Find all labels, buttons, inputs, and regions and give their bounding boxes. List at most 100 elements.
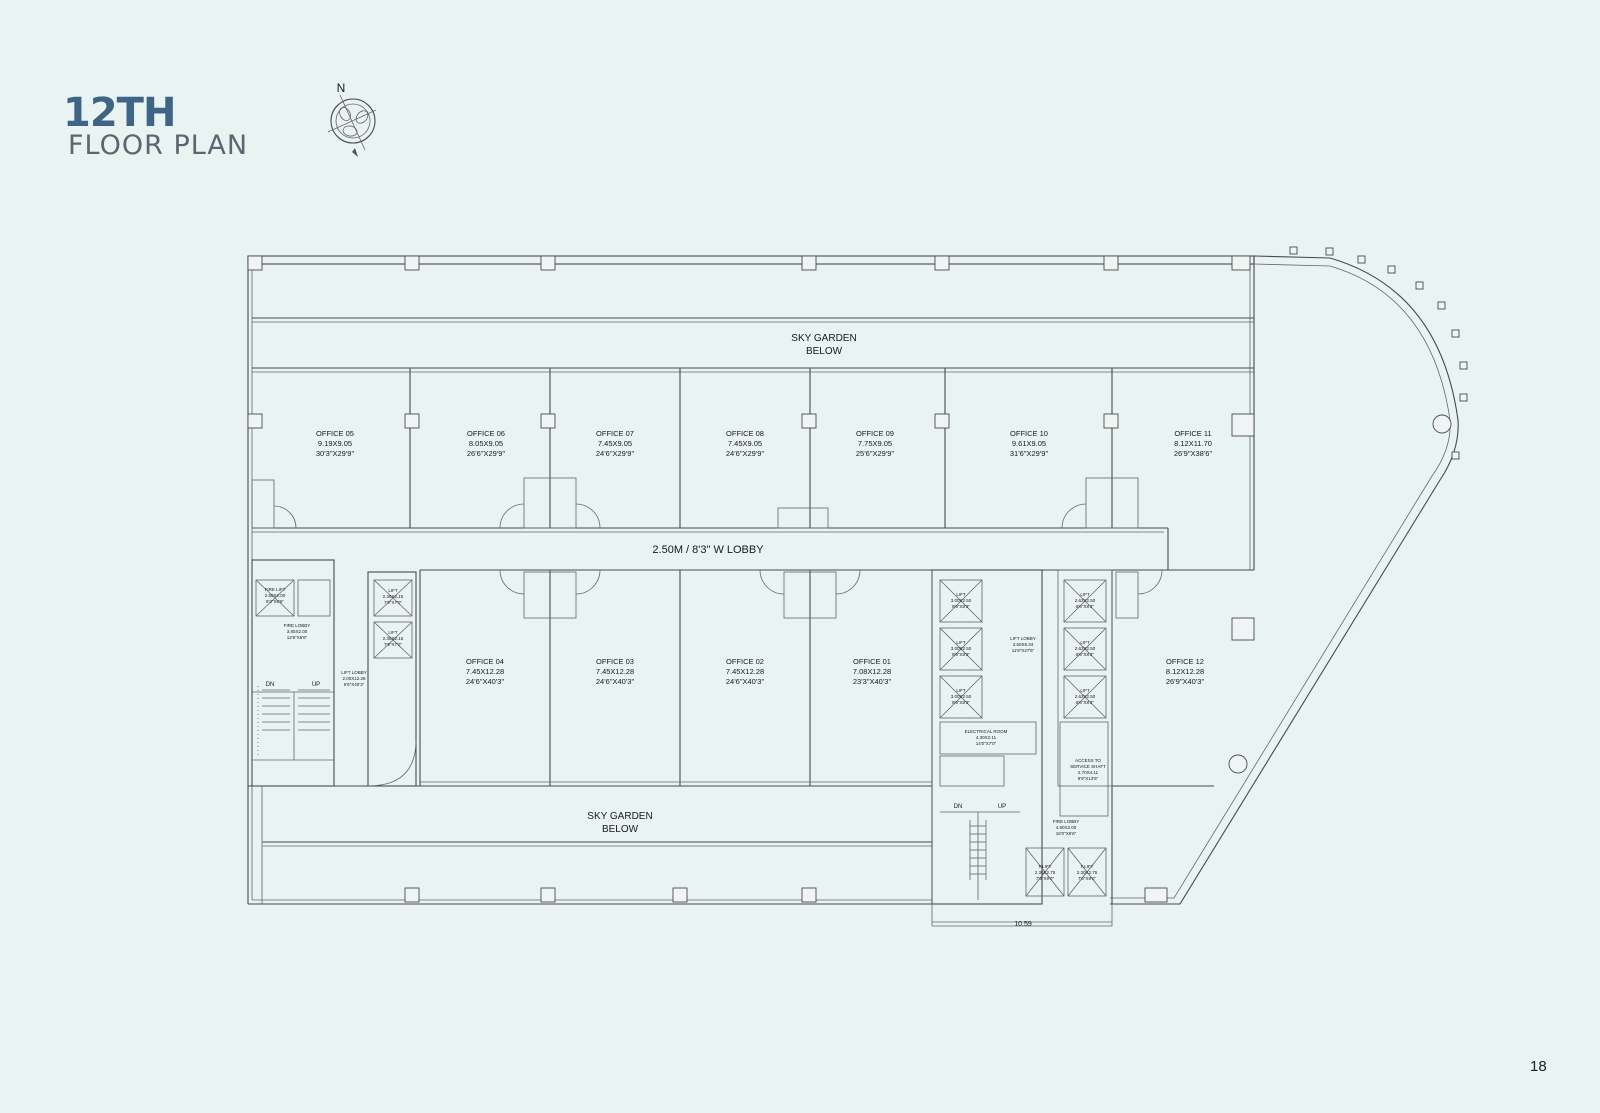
svg-text:FIRE LOBBY: FIRE LOBBY — [1053, 819, 1080, 824]
svg-text:9.19X9.05: 9.19X9.05 — [318, 439, 352, 448]
svg-text:2.00X12.28: 2.00X12.28 — [342, 676, 366, 681]
svg-text:OFFICE 07: OFFICE 07 — [596, 429, 634, 438]
lobby-label: 2.50M / 8'3" W LOBBY — [652, 544, 764, 556]
svg-text:9'9"X8'3": 9'9"X8'3" — [952, 604, 970, 609]
svg-text:7'9"X7'0": 7'9"X7'0" — [384, 642, 402, 647]
svg-text:OFFICE 05: OFFICE 05 — [316, 429, 354, 438]
right-lift-2-label: LIFT 3.00X2.50 9'9"X8'3" — [951, 640, 972, 657]
right-lift-lobby-label: LIFT LOBBY 3.60X8.34 11'9"X27'6" — [1010, 636, 1035, 653]
svg-text:2.30X2.75: 2.30X2.75 — [1077, 870, 1098, 875]
svg-text:14'0"X7'0": 14'0"X7'0" — [976, 741, 997, 746]
svg-text:3.00X2.50: 3.00X2.50 — [951, 694, 972, 699]
svg-text:8'9"X13'6": 8'9"X13'6" — [1078, 776, 1099, 781]
svg-text:30'3"X29'9": 30'3"X29'9" — [316, 449, 355, 458]
svg-text:9'9"X8'3": 9'9"X8'3" — [952, 652, 970, 657]
right-stair-up-label: UP — [998, 804, 1006, 810]
building-outline — [247, 255, 1459, 905]
office-12-label: OFFICE 12 8.12X12.28 26'9"X40'3" — [1166, 657, 1205, 686]
svg-text:FIRE LIFT: FIRE LIFT — [265, 587, 286, 592]
svg-text:OFFICE 08: OFFICE 08 — [726, 429, 764, 438]
toilet-blocks — [251, 477, 1163, 619]
svg-text:24'6"X29'9": 24'6"X29'9" — [596, 449, 635, 458]
svg-text:8'3"X6'6": 8'3"X6'6" — [266, 599, 284, 604]
svg-text:3.00X2.50: 3.00X2.50 — [951, 646, 972, 651]
svg-text:F.LIFT: F.LIFT — [1081, 864, 1094, 869]
svg-text:F.LIFT: F.LIFT — [1039, 864, 1052, 869]
svg-text:OFFICE 09: OFFICE 09 — [856, 429, 894, 438]
svg-text:7.45X12.28: 7.45X12.28 — [726, 667, 764, 676]
left-stair-up-label: UP — [312, 682, 320, 688]
svg-text:9'9"X8'3": 9'9"X8'3" — [952, 700, 970, 705]
svg-text:2.30X2.75: 2.30X2.75 — [1035, 870, 1056, 875]
sky-garden-bottom-label: SKY GARDEN BELOW — [587, 811, 652, 835]
structural-columns — [247, 246, 1468, 903]
compass-north-label: N — [337, 81, 346, 95]
svg-text:24'6"X40'3": 24'6"X40'3" — [596, 677, 635, 686]
svg-text:2.62X2.50: 2.62X2.50 — [1075, 646, 1096, 651]
svg-text:3.00X2.50: 3.00X2.50 — [951, 598, 972, 603]
office-09-label: OFFICE 09 7.75X9.05 25'6"X29'9" — [856, 429, 895, 458]
office-11-label: OFFICE 11 8.12X11.70 26'9"X38'6" — [1174, 429, 1213, 458]
svg-text:7.45X9.05: 7.45X9.05 — [598, 439, 632, 448]
svg-text:7.45X9.05: 7.45X9.05 — [728, 439, 762, 448]
svg-text:LIFT: LIFT — [956, 688, 966, 693]
right-stair-down-label: DN — [954, 804, 963, 810]
access-shaft-label: ACCESS TO SERVICE SHAFT 2.70X4.11 8'9"X1… — [1070, 758, 1106, 781]
svg-text:2.35X2.15: 2.35X2.15 — [383, 594, 404, 599]
svg-text:8.12X11.70: 8.12X11.70 — [1174, 439, 1212, 448]
page-number: 18 — [1530, 1058, 1547, 1075]
svg-text:3.85X2.00: 3.85X2.00 — [287, 629, 308, 634]
right-lift-1-label: LIFT 3.00X2.50 9'9"X8'3" — [951, 592, 972, 609]
svg-text:BELOW: BELOW — [602, 824, 639, 835]
office-04-label: OFFICE 04 7.45X12.28 24'6"X40'3" — [466, 657, 505, 686]
left-lift-a-label: LIFT 2.35X2.15 7'9"X7'0" — [383, 588, 404, 605]
svg-text:7'6"X9'0": 7'6"X9'0" — [1078, 876, 1096, 881]
left-fire-lobby-label: FIRE LOBBY 3.85X2.00 12'6"X6'6" — [284, 623, 311, 640]
right-lift-5-label: LIFT 2.62X2.50 8'6"X8'3" — [1075, 640, 1096, 657]
svg-text:7.45X12.28: 7.45X12.28 — [466, 667, 504, 676]
svg-text:4.30X2.11: 4.30X2.11 — [976, 735, 997, 740]
svg-text:24'6"X40'3": 24'6"X40'3" — [726, 677, 765, 686]
svg-text:OFFICE 04: OFFICE 04 — [466, 657, 504, 666]
svg-text:2.62X2.50: 2.62X2.50 — [1075, 598, 1096, 603]
svg-text:LIFT LOBBY: LIFT LOBBY — [1010, 636, 1035, 641]
svg-text:9.61X9.05: 9.61X9.05 — [1012, 439, 1046, 448]
right-lift-6-label: LIFT 2.62X2.50 8'6"X8'3" — [1075, 688, 1096, 705]
svg-text:ELECTRICAL ROOM: ELECTRICAL ROOM — [965, 729, 1008, 734]
svg-text:OFFICE 06: OFFICE 06 — [467, 429, 505, 438]
svg-text:2.70X4.11: 2.70X4.11 — [1078, 770, 1099, 775]
svg-text:LIFT: LIFT — [956, 592, 966, 597]
svg-text:12'6"X6'6": 12'6"X6'6" — [287, 635, 308, 640]
right-lift-4-label: LIFT 2.62X2.50 8'6"X8'3" — [1075, 592, 1096, 609]
svg-text:FIRE LOBBY: FIRE LOBBY — [284, 623, 311, 628]
svg-text:7.75X9.05: 7.75X9.05 — [858, 439, 892, 448]
svg-text:24'6"X40'3": 24'6"X40'3" — [466, 677, 505, 686]
svg-text:4.80X2.00: 4.80X2.00 — [1056, 825, 1077, 830]
svg-text:26'6"X29'9": 26'6"X29'9" — [467, 449, 506, 458]
left-stair: DN UP — [257, 682, 330, 756]
svg-text:31'6"X29'9": 31'6"X29'9" — [1010, 449, 1049, 458]
left-lift-lobby-label: LIFT LOBBY 2.00X12.28 6'6"X40'3" — [341, 670, 366, 687]
svg-text:7.45X12.28: 7.45X12.28 — [596, 667, 634, 676]
svg-text:SKY GARDEN: SKY GARDEN — [587, 811, 652, 822]
svg-text:LIFT: LIFT — [388, 588, 398, 593]
left-fire-lift-label: FIRE LIFT 2.50X2.00 8'3"X6'6" — [265, 587, 286, 604]
svg-text:3.60X8.34: 3.60X8.34 — [1013, 642, 1034, 647]
right-fire-lobby-label: FIRE LOBBY 4.80X2.00 16'0"X6'6" — [1053, 819, 1080, 836]
office-06-label: OFFICE 06 8.05X9.05 26'6"X29'9" — [467, 429, 506, 458]
office-03-label: OFFICE 03 7.45X12.28 24'6"X40'3" — [596, 657, 635, 686]
svg-text:OFFICE 02: OFFICE 02 — [726, 657, 764, 666]
svg-text:7'6"X9'0": 7'6"X9'0" — [1036, 876, 1054, 881]
electrical-room-label: ELECTRICAL ROOM 4.30X2.11 14'0"X7'0" — [965, 729, 1008, 746]
svg-text:8.12X12.28: 8.12X12.28 — [1166, 667, 1204, 676]
svg-text:OFFICE 10: OFFICE 10 — [1010, 429, 1048, 438]
office-01-label: OFFICE 01 7.08X12.28 23'3"X40'3" — [853, 657, 892, 686]
svg-text:OFFICE 12: OFFICE 12 — [1166, 657, 1204, 666]
svg-text:LIFT: LIFT — [956, 640, 966, 645]
svg-text:8.05X9.05: 8.05X9.05 — [469, 439, 503, 448]
north-compass-icon: N — [327, 81, 377, 157]
svg-text:8'6"X8'3": 8'6"X8'3" — [1076, 700, 1094, 705]
svg-text:LIFT: LIFT — [1080, 592, 1090, 597]
svg-text:SERVICE SHAFT: SERVICE SHAFT — [1070, 764, 1106, 769]
